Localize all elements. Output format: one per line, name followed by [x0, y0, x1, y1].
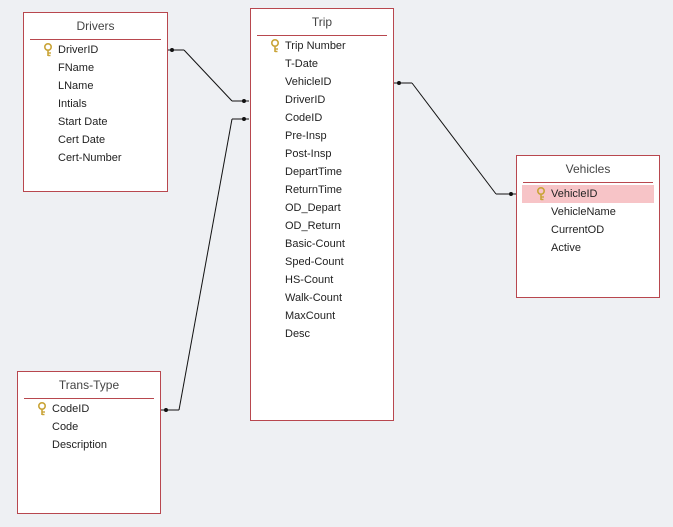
- field-name: Code: [52, 421, 79, 433]
- field-item[interactable]: Description: [18, 436, 160, 454]
- field-name: CodeID: [52, 403, 90, 415]
- field-item[interactable]: OD_Depart: [251, 199, 393, 217]
- table-title: Trans-Type: [58, 378, 120, 392]
- table-vehicles[interactable]: Vehicles VehicleID VehicleName CurrentOD…: [516, 155, 660, 298]
- field-item[interactable]: DriverID: [24, 41, 167, 59]
- field-name: ReturnTime: [285, 184, 343, 196]
- field-name: Cert-Number: [58, 152, 122, 164]
- field-item[interactable]: DriverID: [251, 91, 393, 109]
- field-name: Basic-Count: [285, 238, 345, 250]
- field-name: Walk-Count: [285, 292, 343, 304]
- field-item[interactable]: Basic-Count: [251, 235, 393, 253]
- divider: [257, 35, 387, 36]
- field-item[interactable]: HS-Count: [251, 271, 393, 289]
- field-item[interactable]: Start Date: [24, 113, 167, 131]
- primary-key-icon: [44, 43, 52, 57]
- field-name: FName: [58, 62, 95, 74]
- field-item[interactable]: ReturnTime: [251, 181, 393, 199]
- field-item[interactable]: MaxCount: [251, 307, 393, 325]
- field-name: LName: [58, 80, 94, 92]
- field-name: HS-Count: [285, 274, 334, 286]
- field-list: CodeID Code Description: [18, 400, 160, 454]
- field-name: MaxCount: [285, 310, 336, 322]
- field-name: VehicleID: [551, 188, 598, 200]
- relationship-transtype-trip[interactable]: [161, 117, 249, 412]
- field-name: DriverID: [58, 44, 99, 56]
- field-name: Description: [52, 439, 108, 451]
- field-name: VehicleID: [285, 76, 332, 88]
- field-name: OD_Return: [285, 220, 341, 232]
- divider: [523, 182, 653, 183]
- table-drivers[interactable]: Drivers DriverID FName LName Intials Sta…: [23, 12, 168, 192]
- table-trans-type[interactable]: Trans-Type CodeID Code Description: [17, 371, 161, 514]
- field-name: CodeID: [285, 112, 323, 124]
- field-list: DriverID FName LName Intials Start Date …: [24, 41, 167, 167]
- field-item[interactable]: Trip Number: [251, 37, 393, 55]
- field-item[interactable]: Cert Date: [24, 131, 167, 149]
- field-item[interactable]: FName: [24, 59, 167, 77]
- field-item[interactable]: T-Date: [251, 55, 393, 73]
- field-item[interactable]: Pre-Insp: [251, 127, 393, 145]
- field-item[interactable]: Code: [18, 418, 160, 436]
- field-item[interactable]: CodeID: [251, 109, 393, 127]
- table-title: Trip: [311, 15, 333, 29]
- field-name: Cert Date: [58, 134, 106, 146]
- divider: [30, 39, 161, 40]
- field-name: CurrentOD: [551, 224, 605, 236]
- relationship-drivers-trip[interactable]: [167, 48, 249, 103]
- field-name: Desc: [285, 328, 311, 340]
- field-name: DriverID: [285, 94, 326, 106]
- divider: [24, 398, 154, 399]
- field-item[interactable]: Sped-Count: [251, 253, 393, 271]
- table-trip[interactable]: Trip Trip Number T-Date VehicleID Driver…: [250, 8, 394, 421]
- field-item[interactable]: Cert-Number: [24, 149, 167, 167]
- field-item[interactable]: Intials: [24, 95, 167, 113]
- field-name: Pre-Insp: [285, 130, 327, 142]
- primary-key-icon: [271, 39, 279, 53]
- field-name: DepartTime: [285, 166, 343, 178]
- field-item[interactable]: LName: [24, 77, 167, 95]
- field-name: Start Date: [58, 116, 108, 128]
- field-name: T-Date: [285, 58, 319, 70]
- field-item[interactable]: Desc: [251, 325, 393, 343]
- field-name: Sped-Count: [285, 256, 344, 268]
- field-name: VehicleName: [551, 206, 616, 218]
- field-name: OD_Depart: [285, 202, 341, 214]
- table-title: Vehicles: [565, 162, 611, 176]
- relationship-trip-vehicles[interactable]: [394, 81, 516, 196]
- field-item[interactable]: OD_Return: [251, 217, 393, 235]
- field-name: Intials: [58, 98, 87, 110]
- table-title: Drivers: [76, 19, 115, 33]
- field-list: Trip Number T-Date VehicleID DriverID Co…: [251, 37, 393, 343]
- primary-key-icon: [38, 402, 46, 416]
- field-item[interactable]: Walk-Count: [251, 289, 393, 307]
- field-item[interactable]: VehicleName: [517, 203, 659, 221]
- field-item[interactable]: CodeID: [18, 400, 160, 418]
- field-name: Active: [551, 242, 581, 254]
- field-item[interactable]: Post-Insp: [251, 145, 393, 163]
- field-item[interactable]: DepartTime: [251, 163, 393, 181]
- field-item[interactable]: CurrentOD: [517, 221, 659, 239]
- field-item-selected[interactable]: VehicleID: [522, 185, 654, 203]
- field-name: Post-Insp: [285, 148, 332, 160]
- field-item[interactable]: Active: [517, 239, 659, 257]
- primary-key-icon: [537, 187, 545, 201]
- field-list: VehicleID VehicleName CurrentOD Active: [517, 185, 659, 257]
- field-name: Trip Number: [285, 40, 346, 52]
- field-item[interactable]: VehicleID: [251, 73, 393, 91]
